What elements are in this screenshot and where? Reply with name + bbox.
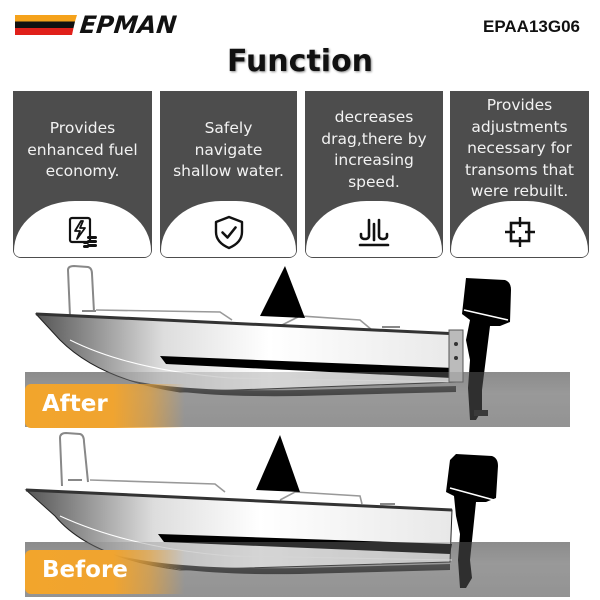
feature-card-transom: Provides adjustments necessary for trans… (450, 91, 589, 258)
after-scene: After (0, 260, 600, 430)
feature-card-shallow-water: Safely navigate shallow water. (160, 91, 297, 258)
before-label: Before (25, 550, 185, 594)
feature-card-text: Safely navigate shallow water. (173, 119, 284, 180)
feature-card-fuel: Provides enhanced fuel economy. (13, 91, 152, 258)
brand-name: EPMAN (78, 11, 179, 39)
fuel-economy-icon (68, 216, 97, 248)
feature-card-text: Provides adjustments necessary for trans… (465, 96, 574, 200)
page-title: Function (226, 44, 374, 79)
feature-cards: Provides enhanced fuel economy. Safely n… (13, 91, 589, 258)
product-sku: EPAA13G06 (482, 17, 580, 36)
adjustment-crosshair-icon (504, 217, 535, 247)
shield-check-icon (214, 215, 243, 250)
before-scene: Before (0, 430, 600, 600)
brand-stripes-icon (15, 15, 77, 35)
boat-before-illustration (24, 431, 570, 597)
drag-reduction-icon (358, 218, 390, 247)
brand-logo: EPMAN (15, 11, 205, 39)
feature-card-text: Provides enhanced fuel economy. (27, 119, 138, 180)
feature-card-text: decreases drag,there by increasing speed… (321, 108, 427, 191)
after-label: After (25, 384, 185, 428)
feature-card-drag: decreases drag,there by increasing speed… (305, 91, 443, 258)
boat-after-illustration (25, 264, 570, 427)
